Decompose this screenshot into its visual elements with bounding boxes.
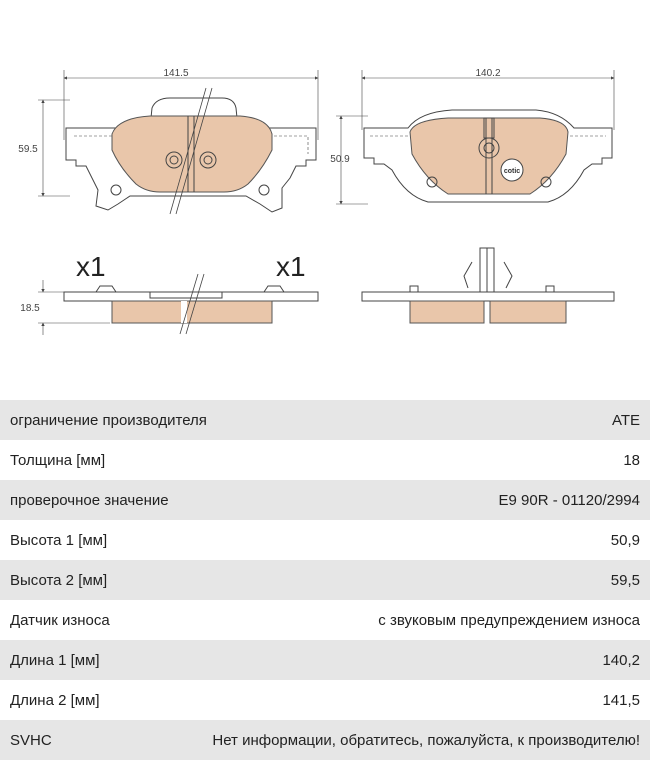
specification-table: ограничение производителя ATE Толщина [мм]… — [0, 400, 650, 760]
dimension-thickness: 18.5 — [20, 303, 40, 314]
spec-label: Датчик износа — [10, 611, 110, 629]
spec-label: SVHC — [10, 731, 52, 749]
spec-label: Высота 2 [мм] — [10, 571, 108, 589]
spec-value: 59,5 — [610, 571, 640, 589]
spec-row: проверочное значение E9 90R - 01120/2994 — [0, 480, 650, 520]
left-pad-side-view — [38, 273, 319, 335]
dimension-left-width: 141.5 — [163, 68, 188, 79]
spec-row: Длина 2 [мм] 141,5 — [0, 680, 650, 720]
manufacturer-logo: cotic — [504, 168, 520, 175]
spec-row: Толщина [мм] 18 — [0, 440, 650, 480]
right-pad-side-view — [361, 247, 615, 324]
spec-value: E9 90R - 01120/2994 — [498, 491, 641, 509]
spec-value: 140,2 — [602, 651, 640, 669]
spec-label: ограничение производителя — [10, 411, 207, 429]
spec-label: проверочное значение — [10, 491, 169, 509]
spec-value: 141,5 — [602, 691, 640, 709]
spec-label: Длина 2 [мм] — [10, 691, 100, 709]
quantity-right: x1 — [276, 251, 306, 282]
spec-value: Нет информации, обратитесь, пожалуйста, … — [212, 731, 640, 749]
dimension-right-width: 140.2 — [475, 68, 500, 79]
spec-label: Высота 1 [мм] — [10, 531, 108, 549]
dimension-right-height: 50.9 — [330, 154, 350, 165]
brake-pad-drawing: 141.5 59.5 140.2 50.9 cotic — [18, 68, 615, 335]
spec-row: Высота 2 [мм] 59,5 — [0, 560, 650, 600]
spec-row: ограничение производителя ATE — [0, 400, 650, 440]
spec-row: Высота 1 [мм] 50,9 — [0, 520, 650, 560]
spec-label: Толщина [мм] — [10, 451, 106, 469]
quantity-left: x1 — [76, 251, 106, 282]
spec-value: с звуковым предупреждением износа — [378, 611, 640, 629]
spec-value: 18 — [623, 451, 640, 469]
spec-row: Датчик износа с звуковым предупреждением … — [0, 600, 650, 640]
spec-row: Длина 1 [мм] 140,2 — [0, 640, 650, 680]
spec-value: 50,9 — [610, 531, 640, 549]
spec-value: ATE — [611, 411, 640, 429]
spec-label: Длина 1 [мм] — [10, 651, 100, 669]
left-pad-front-view — [38, 70, 319, 215]
right-pad-front-view — [336, 70, 615, 205]
spec-row: SVHC Нет информации, обратитесь, пожалуйс… — [0, 720, 650, 760]
dimension-left-height: 59.5 — [18, 144, 38, 155]
